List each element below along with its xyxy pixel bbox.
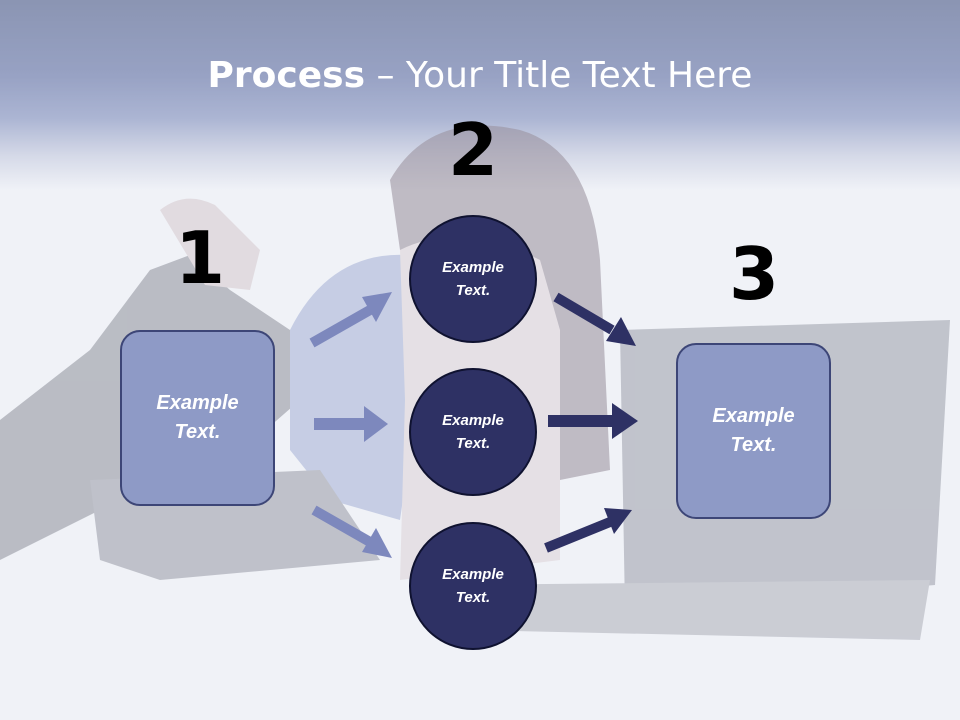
arrow-circle-2-to-right: [548, 403, 638, 439]
step-number-2: 2: [447, 108, 499, 192]
right-step-box: Example Text.: [676, 343, 831, 519]
slide-title: Process – Your Title Text Here: [0, 52, 960, 100]
arrow-left-to-circle-1: [309, 292, 392, 348]
photo-laptop-base: [450, 580, 930, 640]
left-step-box: Example Text.: [120, 330, 275, 506]
arrow-circle-1-to-right: [553, 292, 636, 346]
step-number-3: 3: [728, 232, 780, 316]
circle-2-text: Example Text.: [442, 412, 504, 452]
process-circle-3: Example Text.: [409, 522, 537, 650]
arrow-left-to-circle-3: [311, 505, 392, 558]
arrow-circle-3-to-right: [544, 508, 632, 553]
photo-feet: [160, 198, 260, 290]
process-circle-2: Example Text.: [409, 368, 537, 496]
circle-1-text: Example Text.: [442, 259, 504, 299]
right-step-text: Example Text.: [712, 405, 795, 456]
circle-3-text: Example Text.: [442, 566, 504, 606]
title-rest: – Your Title Text Here: [365, 55, 753, 96]
process-circle-1: Example Text.: [409, 215, 537, 343]
step-number-1: 1: [174, 216, 226, 300]
left-step-text: Example Text.: [156, 392, 239, 443]
photo-shirt: [290, 254, 420, 520]
title-bold: Process: [207, 55, 366, 96]
arrow-left-to-circle-2: [314, 406, 388, 442]
